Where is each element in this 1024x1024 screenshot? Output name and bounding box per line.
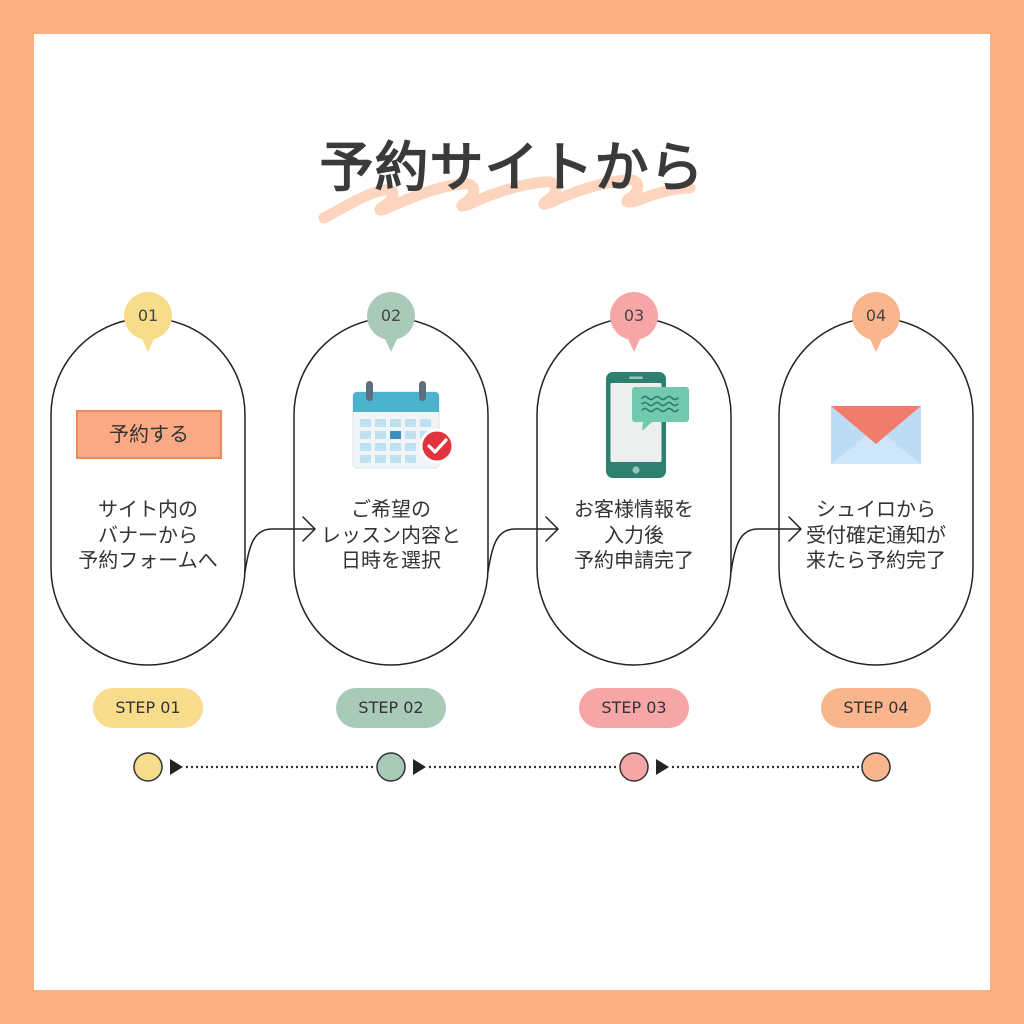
smartphone-chat-icon (606, 372, 689, 478)
step-badge-3: 03 (610, 292, 658, 352)
step-label-3: STEP 03 (579, 688, 689, 728)
step-badge-2: 02 (367, 292, 415, 352)
step-description-3: お客様情報を 入力後 予約申請完了 (537, 497, 731, 574)
description-line: ご希望の (351, 497, 431, 521)
description-line: レッスン内容と (321, 522, 461, 547)
step-card-2 (293, 317, 489, 666)
timeline-dot-3 (619, 752, 649, 782)
calendar-check-icon (352, 381, 455, 469)
step-label-4: STEP 04 (821, 688, 931, 728)
page-title: 予約サイトから (319, 136, 705, 199)
step-badge-number: 01 (137, 306, 159, 325)
step-badge-4: 04 (852, 292, 900, 352)
description-line: 入力後 (604, 522, 664, 547)
reserve-button-illustration (76, 410, 222, 459)
connector-arrow-1 (244, 516, 316, 573)
connector-arrow-3 (730, 516, 802, 573)
step-card-1 (50, 317, 246, 666)
description-line: 来たら予約完了 (806, 548, 946, 572)
description-line: 日時を選択 (341, 548, 441, 572)
description-line: 予約フォームへ (78, 548, 218, 572)
step-badge-number: 04 (865, 306, 887, 325)
step-description-1: サイト内の バナーから 予約フォームへ (51, 497, 245, 574)
timeline-arrowhead-3 (656, 759, 669, 775)
description-line: サイト内の (98, 497, 198, 521)
timeline-dot-1 (133, 752, 163, 782)
description-line: 予約申請完了 (574, 548, 694, 572)
step-badge-1: 01 (124, 292, 172, 352)
step-label-2: STEP 02 (336, 688, 446, 728)
description-line: バナーから (98, 522, 198, 547)
timeline-arrowhead-1 (170, 759, 183, 775)
description-line: シュイロから (816, 497, 936, 521)
reserve-button-label: 予約する (109, 422, 189, 446)
title-underline-squiggle (318, 174, 696, 224)
description-line: お客様情報を (574, 497, 694, 521)
step-description-4: シュイロから 受付確定通知が 来たら予約完了 (779, 497, 973, 574)
envelope-icon (831, 406, 921, 464)
timeline-arrowhead-2 (413, 759, 426, 775)
step-description-2: ご希望の レッスン内容と 日時を選択 (294, 497, 488, 574)
connector-arrow-2 (487, 516, 559, 573)
step-label-1: STEP 01 (93, 688, 203, 728)
timeline-dot-2 (376, 752, 406, 782)
step-badge-number: 02 (380, 306, 402, 325)
step-card-3 (536, 317, 732, 666)
timeline (133, 752, 891, 782)
timeline-dot-4 (861, 752, 891, 782)
step-card-4 (778, 317, 974, 666)
description-line: 受付確定通知が (806, 522, 946, 547)
step-badge-number: 03 (623, 306, 645, 325)
